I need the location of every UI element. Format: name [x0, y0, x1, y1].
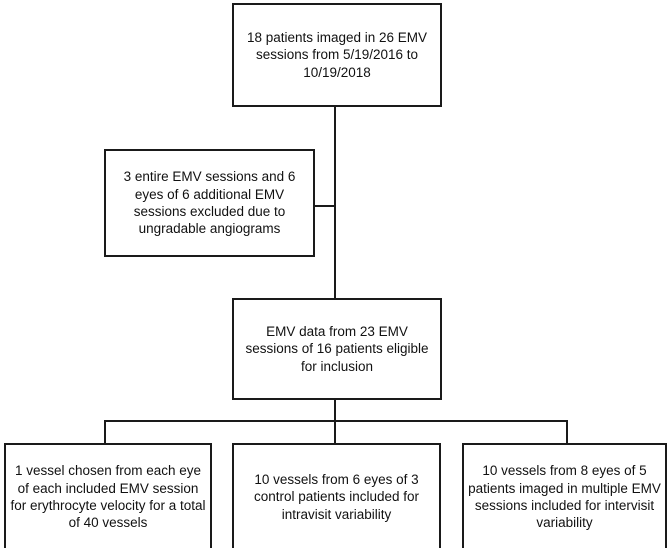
node-exclusion-label: 3 entire EMV sessions and 6 eyes of 6 ad…: [123, 169, 296, 237]
node-outcome-erythrocyte-velocity: 1 vessel chosen from each eye of each in…: [4, 443, 212, 548]
node-outcome-intravisit-variability-label: 10 vessels from 6 eyes of 3 control pati…: [253, 472, 420, 522]
node-enrollment: 18 patients imaged in 26 EMV sessions fr…: [232, 3, 442, 107]
node-outcome-intervisit-variability-label: 10 vessels from 8 eyes of 5 patients ima…: [468, 463, 661, 531]
node-outcome-intervisit-variability: 10 vessels from 8 eyes of 5 patients ima…: [462, 443, 667, 548]
connector-trunk-to-excluded: [314, 205, 335, 207]
connector-fanout-bar: [104, 420, 568, 422]
connector-top-to-eligible: [334, 106, 336, 299]
node-enrollment-label: 18 patients imaged in 26 EMV sessions fr…: [246, 30, 428, 80]
node-eligible: EMV data from 23 EMV sessions of 16 pati…: [232, 298, 442, 400]
node-eligible-label: EMV data from 23 EMV sessions of 16 pati…: [245, 324, 429, 374]
node-outcome-erythrocyte-velocity-label: 1 vessel chosen from each eye of each in…: [10, 463, 206, 531]
connector-fanout-to-outcome-3: [566, 420, 568, 444]
connector-fanout-to-outcome-1: [104, 420, 106, 444]
node-exclusion: 3 entire EMV sessions and 6 eyes of 6 ad…: [104, 149, 315, 257]
node-outcome-intravisit-variability: 10 vessels from 6 eyes of 3 control pati…: [232, 443, 441, 548]
